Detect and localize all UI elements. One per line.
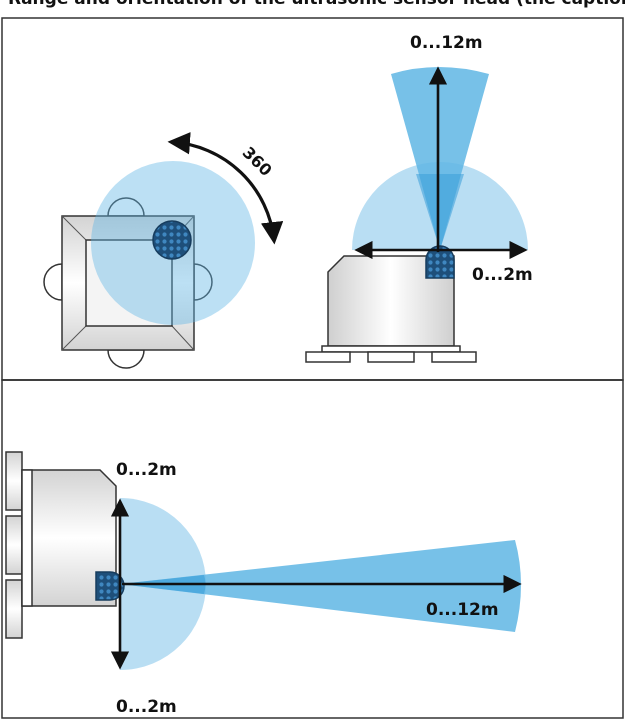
wall-mount-plates bbox=[5, 451, 23, 639]
mount-plate-middle bbox=[5, 515, 23, 575]
bottom-range-label: 0...2m bbox=[116, 697, 177, 717]
housing-foot-right bbox=[431, 351, 477, 363]
bevel-line bbox=[61, 215, 87, 241]
perforated-sensor-head-icon bbox=[152, 220, 192, 260]
horizontal-range-label: 0...12m bbox=[426, 600, 499, 620]
housing-lobe-right bbox=[193, 263, 213, 301]
narrow-beam-cone bbox=[120, 540, 521, 632]
bevel-line bbox=[171, 325, 195, 351]
horizontal-range-label: 0...2m bbox=[472, 265, 533, 285]
vertical-range-label: 0...12m bbox=[410, 33, 483, 53]
housing-base-band bbox=[321, 345, 461, 353]
mount-plate-bottom bbox=[5, 579, 23, 639]
housing-lobe-left bbox=[43, 263, 63, 301]
housing-body bbox=[327, 255, 455, 347]
housing-flange bbox=[21, 469, 33, 607]
housing-lobe-top bbox=[107, 197, 145, 217]
caption-cropped: Range and orientation of the ultrasonic … bbox=[8, 0, 625, 9]
housing-foot-left bbox=[305, 351, 351, 363]
beam-overlap bbox=[416, 174, 464, 250]
bevel-line bbox=[61, 325, 87, 351]
mount-plate-top bbox=[5, 451, 23, 511]
narrow-beam-cone bbox=[391, 67, 489, 250]
curved-rotation-arrow-icon bbox=[167, 132, 284, 245]
housing-lobe-bottom bbox=[107, 349, 145, 369]
side-view-housing bbox=[305, 255, 477, 363]
housing-foot-center bbox=[367, 351, 415, 363]
top-range-label: 0...2m bbox=[116, 460, 177, 480]
housing-inner bbox=[85, 239, 173, 327]
side-view-beams bbox=[352, 67, 528, 250]
